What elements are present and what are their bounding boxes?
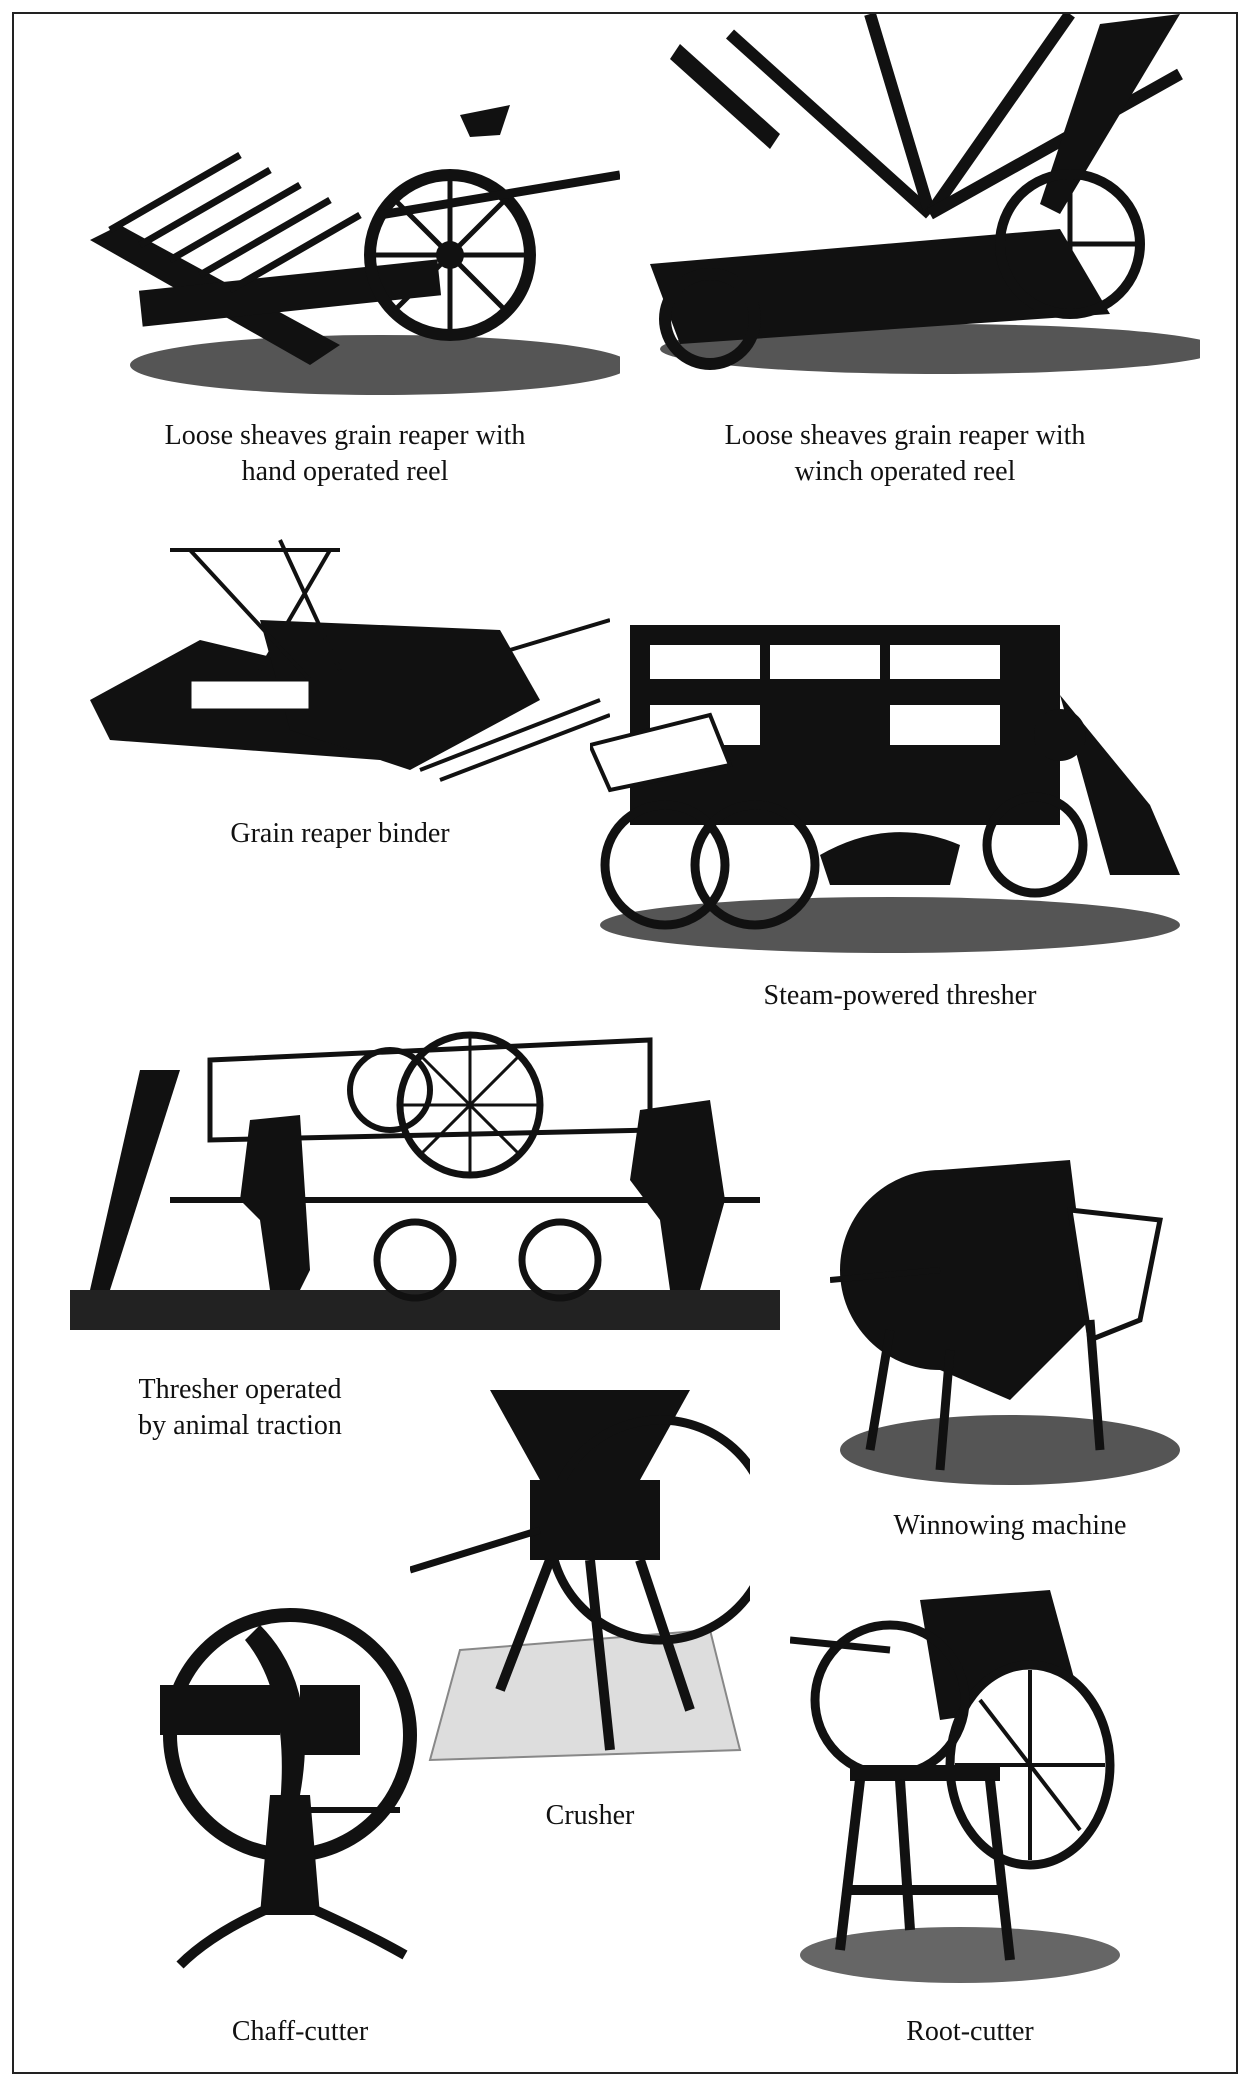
animal-thresher-illustration (70, 970, 780, 1340)
chaff-cutter-illustration (150, 1595, 430, 1975)
caption-steam-thresher: Steam-powered thresher (763, 980, 1037, 1011)
reaper-hand-illustration (80, 65, 620, 405)
caption-root-cutter: Root-cutter (906, 2016, 1034, 2047)
caption-reaper-binder: Grain reaper binder (230, 818, 450, 849)
caption-reaper-winch: Loose sheaves grain reaper with winch op… (724, 420, 1086, 487)
caption-chaff-cutter: Chaff-cutter (231, 2016, 369, 2047)
caption-crusher: Crusher (545, 1800, 635, 1831)
reaper-winch-illustration (640, 14, 1200, 374)
reaper-binder-illustration (80, 530, 610, 790)
winnowing-illustration (830, 1110, 1180, 1490)
crusher-illustration (410, 1370, 750, 1770)
caption-animal-thresher: Thresher operated by animal traction (138, 1374, 342, 1441)
caption-winnowing: Winnowing machine (893, 1510, 1127, 1541)
plate-border (12, 12, 1238, 2074)
caption-reaper-hand: Loose sheaves grain reaper with hand ope… (164, 420, 526, 487)
steam-thresher-illustration (590, 615, 1180, 955)
root-cutter-illustration (790, 1590, 1120, 1990)
